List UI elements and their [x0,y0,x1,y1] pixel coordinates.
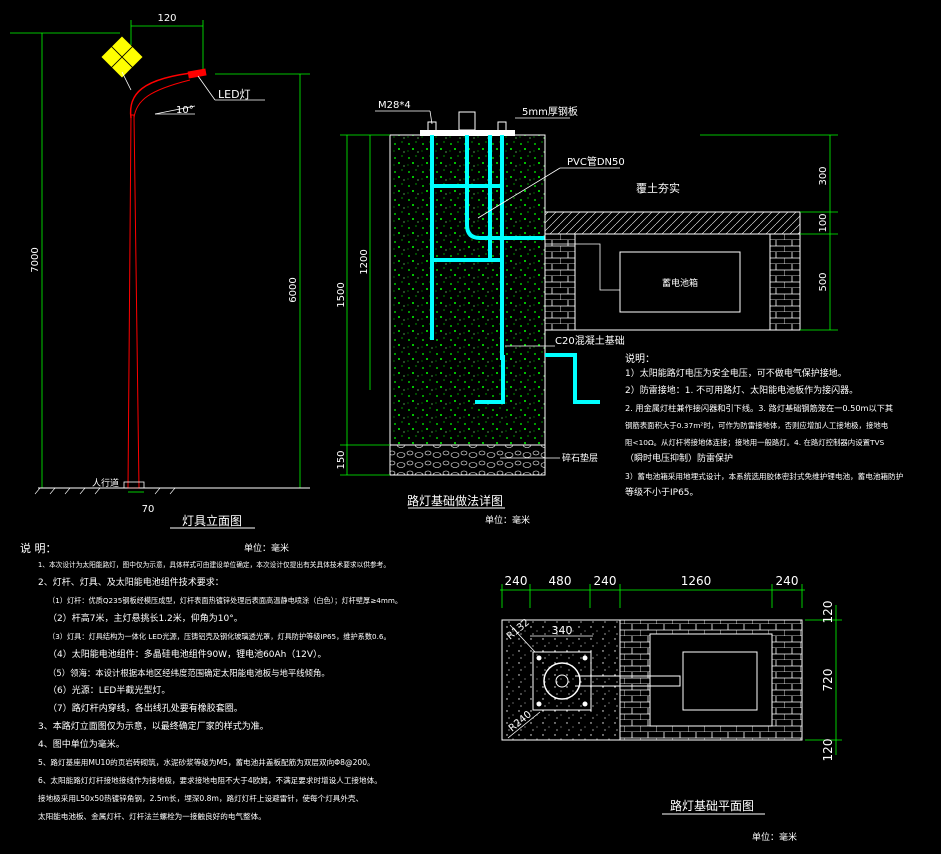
left-note-line: 6、太阳能路灯灯杆接地接线作为接地极，要求接地电阻不大于4欧姆，不满足要求时增设… [38,776,382,785]
right-note-line: 2. 用金属灯柱兼作接闪器和引下线。3. 路灯基础钢筋笼在一0.50m以下其 [625,403,894,413]
left-note-line: 接地极采用L50x50热镀锌角钢，2.5m长，埋深0.8m，路灯灯杆上设避雷针，… [38,794,364,803]
dim-120-text: 120 [157,13,176,24]
plan-pole-base [543,662,581,700]
pvc-label: PVC管DN50 [567,155,625,168]
dim-100-text: 100 [818,213,829,232]
rebar-cage [430,135,600,404]
right-notes: 1）太阳能路灯电压为安全电压，可不做电气保护接地。 2）防雷接地：1. 不可用路… [625,366,937,502]
left-note-line: 5、路灯基座用MU10的页岩砖砌筑，水泥砂浆等级为M5，蓄电池井盖板配筋为双层双… [38,758,375,767]
plan-title: 路灯基础平面图 [670,798,754,813]
foundation-detail-unit: 单位：毫米 [485,514,530,526]
right-note-line: （瞬时电压抑制）防雷保护 [625,454,734,464]
left-notes-unit: 单位：毫米 [244,544,290,554]
ground-label: 人行道 [92,477,119,489]
plan-dim-480: 480 [549,574,572,588]
left-notes-heading: 说 明： [20,542,57,555]
angle-text: 10° [176,105,194,116]
foundation-plan: 240 480 240 1260 240 120 720 120 340 R13… [500,574,842,843]
dim-7000-text: 7000 [30,247,41,272]
left-note-line: （7）路灯杆内穿线，各出线孔处要有橡胶套圈。 [48,704,243,714]
left-note-line: （2）杆高7米，主灯悬挑长1.2米，仰角为10°。 [48,614,243,624]
brick-wall-right [769,233,801,331]
dim-1500-text: 1500 [336,282,347,307]
left-note-line: （3）灯具：灯具结构为一体化 LED光源，压铸铝壳及钢化玻璃透光罩，灯具防护等级… [48,632,391,641]
bolt-label: M28*4 [378,100,411,111]
gravel-label: 碎石垫层 [562,452,598,464]
soil-label: 覆土夯实 [636,181,680,195]
battery-label: 蓄电池箱 [662,277,698,289]
right-note-line: 等级不小于IP65。 [625,488,699,498]
left-note-line: （6）光源：LED半截光型灯。 [48,686,171,696]
lamp-arm [129,71,201,119]
plan-dim-240-1: 240 [505,574,528,588]
elevation-title: 灯具立面图 [182,513,242,528]
steel-plate [420,130,515,136]
dim-500-text: 500 [818,272,829,291]
right-note-line: 钢筋表面积大于0.37m²时，可作为防雷接地体，否则应增加人工接地极，接地电 [625,421,889,430]
left-note-line: （5）领海：本设计根据本地区经纬度范围确定太阳能电池板与地平线倾角。 [48,668,330,678]
dim-150-text: 150 [336,450,347,469]
left-note-line: （4）太阳能电池组件：多晶硅电池组件90W，锂电池60Ah（12V）。 [48,650,327,660]
plan-dim-240-3: 240 [776,574,799,588]
led-lamp-head [187,68,207,79]
pole [127,114,140,489]
left-note-line: 1、本次设计为太阳能路灯，图中仅为示意，具体样式可由建设单位确定，本次设计仅提出… [38,561,391,569]
right-notes-heading: 说明： [625,354,655,365]
foundation-detail: M28*4 5mm厚钢板 PVC管DN50 覆土夯实 蓄电池箱 C20混凝土基础… [336,100,838,526]
foundation-detail-title: 路灯基础做法详图 [407,493,503,508]
left-note-line: （1）灯杆：优质Q235钢板经模压成型，灯杆表面热镀锌处理后表面高温静电喷涂（白… [48,596,403,605]
dim-70-text: 70 [142,504,155,515]
left-note-line: 2、灯杆、灯具、及太阳能电池组件技术要求： [38,578,224,588]
lamp-elevation: 120 7000 6000 LED灯 10° 人行道 70 灯具立面图 [10,13,310,529]
led-label: LED灯 [218,88,251,101]
dim-300-text: 300 [818,166,829,185]
left-notes: 1、本次设计为太阳能路灯，图中仅为示意，具体样式可由建设单位确定，本次设计仅提出… [38,556,478,826]
plan-dim-340: 340 [552,624,573,637]
plan-dim-120-top: 120 [821,601,835,624]
plan-unit: 单位：毫米 [752,831,797,843]
battery-box [619,251,741,313]
right-note-line: 阻<10Ω。从灯杆将接地体连接；接地用一般路灯。4. 在路灯控制器内设置TVS [625,438,885,447]
gravel-bed [389,444,546,476]
left-note-line: 太阳能电池板、金属灯杆、灯杆法兰螺栓为一接触良好的电气整体。 [38,812,266,821]
plate-label: 5mm厚钢板 [522,105,578,118]
right-note-line: 2）防雷接地：1. 不可用路灯、太阳能电池板作为接闪器。 [625,386,859,396]
left-note-line: 3、本路灯立面图仅为示意，以最终确定厂家的样式为准。 [38,722,269,732]
dim-6000-text: 6000 [288,277,299,302]
right-note-line: 1）太阳能路灯电压为安全电压，可不做电气保护接地。 [625,369,847,379]
plan-dim-720: 720 [821,669,835,692]
concrete-label: C20混凝土基础 [555,334,625,347]
backfill-soil [544,211,801,235]
left-note-line: 4、图中单位为毫米。 [38,740,125,750]
right-note-line: 3）蓄电池箱采用地埋式设计，本系统选用胶体密封式免维护锂电池，蓄电池箱防护 [625,472,904,481]
plan-dim-240-2: 240 [594,574,617,588]
dim-1200-text: 1200 [359,249,370,274]
plan-dim-1260: 1260 [681,574,712,588]
plan-battery-box [682,651,758,711]
plan-dim-120-bottom: 120 [821,739,835,762]
brick-wall-left [544,233,576,331]
